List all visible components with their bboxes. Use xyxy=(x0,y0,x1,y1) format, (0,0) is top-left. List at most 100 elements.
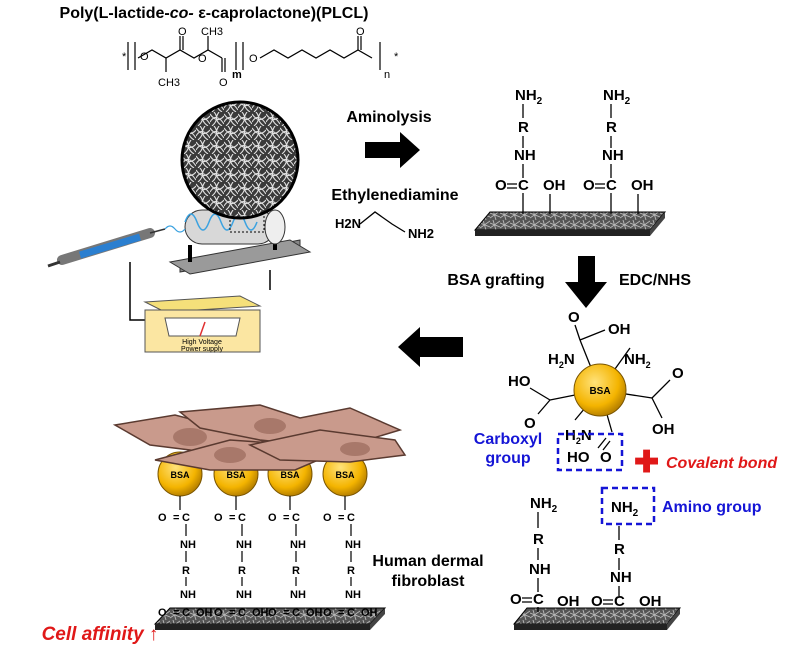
aminolysed-film-2 xyxy=(512,607,682,630)
arrow-right-1 xyxy=(365,132,420,168)
svg-text:NH2: NH2 xyxy=(624,351,651,370)
amine-chain-2: NH2 R NH O C OH xyxy=(583,87,654,214)
svg-text:H2N: H2N xyxy=(335,216,361,231)
carbon: C xyxy=(182,607,190,619)
amino-group-label: Amino group xyxy=(662,499,762,516)
svg-text:HO: HO xyxy=(567,449,590,466)
nh-group: NH xyxy=(236,589,252,601)
svg-text:O: O xyxy=(600,449,612,466)
hydroxyl: OH xyxy=(306,607,323,619)
bsa-molecule: BSA O OH H2N NH2 O OH HO O H2N HO O xyxy=(508,309,684,466)
svg-text:BSA: BSA xyxy=(589,386,610,397)
svg-text:O: O xyxy=(495,177,507,194)
svg-text:OH: OH xyxy=(631,177,654,194)
svg-text:NH: NH xyxy=(529,561,551,578)
carboxyl-label-2: group xyxy=(485,450,531,467)
oxygen: O xyxy=(323,512,332,524)
carbon: C xyxy=(292,607,300,619)
svg-text:HO: HO xyxy=(508,373,531,390)
double-bond: = xyxy=(229,607,235,619)
power-supply-label-1: High Voltage xyxy=(182,339,222,346)
bsa-sphere xyxy=(573,363,627,417)
fibroblast-label-1: Human dermal xyxy=(372,553,483,570)
svg-text:OH: OH xyxy=(557,593,580,610)
plus-icon: ✚ xyxy=(634,446,659,479)
oxygen: O xyxy=(268,512,277,524)
carbon: C xyxy=(182,512,190,524)
ethylenediamine-label: Ethylenediamine xyxy=(331,187,458,204)
nh-group: NH xyxy=(180,539,196,551)
aminolysed-film xyxy=(473,211,667,236)
double-bond: = xyxy=(229,512,235,524)
cell-affinity-label: Cell affinity ↑ xyxy=(42,624,159,645)
covalent-bond-label: Covalent bond xyxy=(666,455,778,472)
svg-text:R: R xyxy=(606,119,617,136)
carbon: C xyxy=(347,607,355,619)
polymer-title: Poly(L-lactide-co- ε-caprolactone)(PLCL) xyxy=(60,5,369,22)
hydroxyl: OH xyxy=(252,607,269,619)
amino-box xyxy=(600,486,656,526)
svg-text:R: R xyxy=(614,541,625,558)
fiber-mesh-zoom xyxy=(180,100,300,220)
carboxyl-label-1: Carboxyl xyxy=(474,431,542,448)
svg-text:NH2: NH2 xyxy=(530,495,558,515)
double-bond: = xyxy=(338,512,344,524)
svg-text:O: O xyxy=(591,593,603,610)
amine-chain-4: NH2 R NH O C OH xyxy=(591,499,662,610)
ester-oxygen-2: O xyxy=(198,53,207,65)
svg-text:C: C xyxy=(518,177,529,194)
bsa-label: BSA xyxy=(280,470,300,480)
svg-text:R: R xyxy=(518,119,529,136)
ethylenediamine-structure: H2N NH2 xyxy=(335,211,434,241)
power-supply-label-2: Power supply xyxy=(181,346,224,353)
svg-text:H2N: H2N xyxy=(548,351,575,370)
hydroxyl: OH xyxy=(196,607,213,619)
oxygen: O xyxy=(268,607,277,619)
r-group: R xyxy=(238,565,246,577)
double-bond: = xyxy=(173,607,179,619)
oxygen: O xyxy=(158,607,167,619)
svg-text:O: O xyxy=(524,415,536,432)
carboxyl-box xyxy=(556,432,624,472)
nh-group: NH xyxy=(290,589,306,601)
carbonyl-oxygen-2: O xyxy=(219,77,228,89)
methyl-2: CH3 xyxy=(158,77,180,89)
carbon: C xyxy=(292,512,300,524)
carbon: C xyxy=(238,512,246,524)
nh-group: NH xyxy=(236,539,252,551)
svg-text:NH: NH xyxy=(514,147,536,164)
bsa-label: BSA xyxy=(170,470,190,480)
nh-group: NH xyxy=(345,589,361,601)
carbonyl-oxygen-1: O xyxy=(178,26,187,38)
svg-text:OH: OH xyxy=(608,321,631,338)
r-group: R xyxy=(292,565,300,577)
arrow-down xyxy=(565,256,607,308)
bsa-grafting-label: BSA grafting xyxy=(447,272,544,289)
double-bond: = xyxy=(173,512,179,524)
fibroblast-cells xyxy=(112,404,407,471)
nh-group: NH xyxy=(345,539,361,551)
svg-text:NH: NH xyxy=(602,147,624,164)
ester-oxygen-3: O xyxy=(249,53,258,65)
arrow-left xyxy=(398,327,463,367)
svg-text:OH: OH xyxy=(639,593,662,610)
nh-group: NH xyxy=(290,539,306,551)
carbon: C xyxy=(238,607,246,619)
svg-text:OH: OH xyxy=(543,177,566,194)
carbon: C xyxy=(347,512,355,524)
methyl-1: CH3 xyxy=(201,26,223,38)
fibroblast-label-2: fibroblast xyxy=(392,573,466,590)
oxygen: O xyxy=(158,512,167,524)
svg-text:H2N: H2N xyxy=(565,427,592,446)
svg-text:OH: OH xyxy=(652,421,675,438)
repeat-m: m xyxy=(232,69,242,81)
svg-text:C: C xyxy=(606,177,617,194)
double-bond: = xyxy=(283,512,289,524)
svg-text:O: O xyxy=(583,177,595,194)
svg-text:NH2: NH2 xyxy=(611,499,639,519)
aminolysis-label: Aminolysis xyxy=(346,109,431,126)
amine-chain-3: NH2 R NH O C OH xyxy=(510,495,580,612)
chain-end-left: * xyxy=(122,51,127,63)
